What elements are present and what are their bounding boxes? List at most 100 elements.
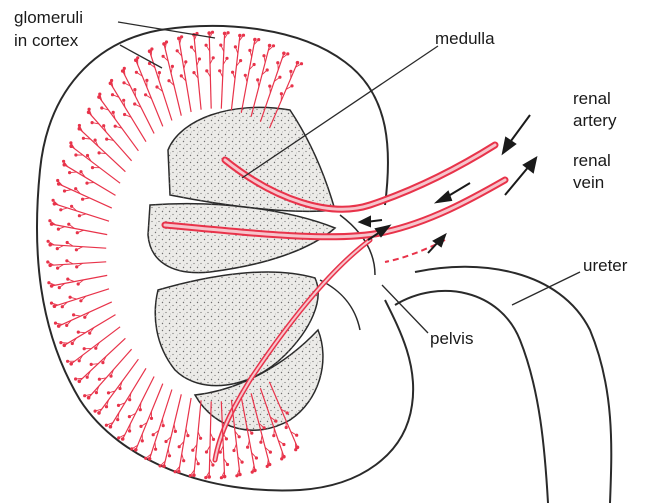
glomerulus (48, 219, 51, 222)
glomerulus (121, 69, 125, 73)
glomerulus (197, 462, 200, 465)
glomerulus (50, 222, 54, 226)
glomerulus (76, 231, 79, 234)
glomerulus (176, 49, 179, 52)
glomerulus (53, 202, 57, 206)
glomerulus (148, 457, 152, 461)
glomerulus (72, 313, 75, 316)
glomerulus (246, 446, 249, 449)
glomerulus (69, 141, 72, 144)
glomerulus (300, 62, 303, 65)
glomerulus (285, 426, 288, 429)
glomerulus (98, 378, 101, 381)
glomerulus (262, 54, 265, 57)
cortex-arteriole (209, 33, 211, 109)
cortex-arteriole (54, 204, 109, 221)
glomerulus (130, 447, 133, 450)
cortex-arteriole (89, 112, 132, 161)
glomerulus (56, 267, 59, 270)
glomerulus (98, 93, 101, 96)
glomerulus (268, 463, 272, 467)
glomerulus (88, 332, 91, 335)
glomerulus (65, 324, 68, 327)
glomerulus (114, 125, 117, 128)
glomerulus (111, 93, 114, 96)
glomerulus (109, 82, 113, 86)
cortex-arteriole (54, 289, 109, 306)
glomerulus (105, 138, 108, 141)
glomerulus (152, 433, 155, 436)
glomerulus (47, 240, 50, 243)
glomerulus (66, 241, 69, 244)
glomerulus (253, 38, 257, 42)
glomerulus (241, 461, 244, 464)
glomerulus (97, 95, 101, 99)
glomerulus (91, 166, 94, 169)
glomerulus (186, 434, 189, 437)
glomerulus (232, 449, 235, 452)
glomerulus (274, 420, 277, 423)
cortex-arteriole (99, 97, 138, 151)
glomerulus (66, 360, 69, 363)
glomerulus (171, 65, 174, 68)
glomerulus (101, 361, 104, 364)
glomerulus (83, 316, 86, 319)
glomerulus (86, 376, 89, 379)
glomerulus (109, 425, 113, 429)
glomerulus (180, 74, 183, 77)
glomerulus (97, 411, 101, 415)
glomerulus (69, 296, 72, 299)
glomerulus (65, 259, 68, 262)
cortex-arteriole (136, 60, 163, 126)
glomerulus (268, 44, 272, 48)
glomerulus (57, 228, 60, 231)
glomerulus (257, 38, 260, 41)
glomerulus (220, 476, 223, 479)
leader-glomeruli-cortex (120, 45, 162, 68)
glomerulus (253, 469, 257, 473)
glomerulus (212, 438, 215, 441)
glomerulus (177, 37, 181, 41)
renal-artery-label-line1: renal (573, 88, 611, 109)
glomerulus (178, 445, 181, 448)
arrow-dashed (428, 235, 445, 253)
glomerulus (133, 102, 136, 105)
glomerulus (94, 347, 97, 350)
glomerulus (234, 45, 237, 48)
glomerulus (238, 435, 241, 438)
glomerulus (248, 49, 251, 52)
glomerulus (57, 182, 61, 186)
glomerulus (74, 377, 77, 380)
glomerulus (239, 59, 242, 62)
glomerulus (122, 99, 125, 102)
arrow-vein-out (505, 158, 536, 195)
glomerulus (145, 79, 148, 82)
glomerulus (242, 34, 245, 37)
glomerulus (94, 139, 97, 142)
glomerulus (59, 208, 62, 211)
cortex-arteriole (64, 165, 115, 196)
glomerulus (54, 322, 57, 325)
glomerulus (259, 441, 262, 444)
cortex-arteriole (64, 315, 115, 346)
glomerulus (62, 160, 65, 163)
glomerulus (75, 265, 78, 268)
glomerulus (100, 106, 103, 109)
glomerulus (174, 470, 177, 473)
glomerulus (77, 331, 80, 334)
glomerulus (256, 78, 259, 81)
cortex-arteriole (71, 146, 120, 183)
pelvis-label: pelvis (430, 328, 473, 349)
glomerulus (212, 56, 215, 59)
renal-vein-label-line2: vein (573, 172, 604, 193)
glomerulus (58, 286, 61, 289)
glomerulus (139, 408, 142, 411)
glomerulus (57, 324, 61, 328)
glomerulus (218, 69, 221, 72)
glomerulus (162, 464, 166, 468)
glomerulus (79, 170, 82, 173)
glomerulus (52, 199, 55, 202)
glomerulus (276, 61, 279, 64)
glomerulus (94, 410, 97, 413)
